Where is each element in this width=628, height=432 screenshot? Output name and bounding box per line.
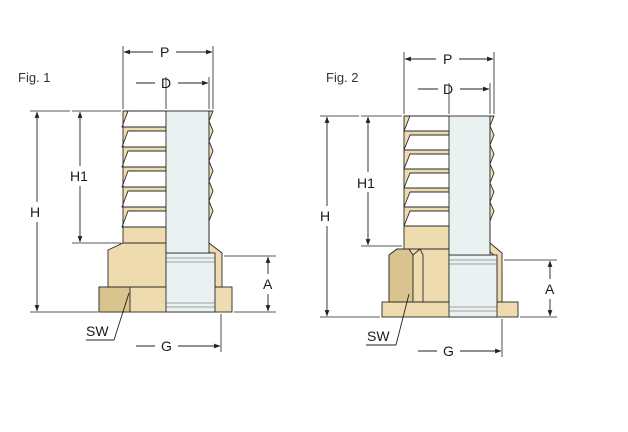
figure-1-hex-face	[98, 286, 131, 313]
figure-2-title: Fig. 2	[326, 70, 359, 85]
figure-2: Fig. 2	[320, 51, 557, 359]
figure-2-hex-face	[388, 248, 414, 303]
figure-1-wall-right	[208, 110, 214, 243]
figure-2-wall-right	[489, 115, 495, 243]
figure-2-dim-H: H	[320, 115, 380, 318]
figure-1-label-H: H	[30, 204, 40, 220]
figure-2-hex-edge	[412, 248, 424, 303]
figure-2-ribs	[404, 115, 449, 212]
figure-2-dim-A: A	[504, 259, 557, 318]
figure-2-bore	[448, 115, 491, 256]
figure-2-leader-SW: SW	[366, 293, 410, 346]
figure-1-dim-H1: H1	[70, 110, 121, 244]
figure-1-leader-SW: SW	[86, 292, 130, 341]
figure-1-label-D: D	[161, 75, 171, 91]
figure-1-dim-G: G	[136, 314, 222, 354]
figure-2-dim-G: G	[418, 319, 503, 359]
figure-2-thread-lines	[449, 259, 497, 312]
figure-1-dim-D: D	[136, 75, 210, 109]
figure-2-label-G: G	[443, 343, 454, 359]
figure-1-bore	[165, 110, 210, 254]
figure-2-label-SW: SW	[367, 328, 390, 344]
figure-1-label-H1: H1	[70, 168, 88, 184]
figure-1: Fig. 1	[18, 44, 276, 354]
figure-1-label-SW: SW	[86, 323, 109, 339]
figure-2-label-D: D	[443, 81, 453, 97]
figure-1-hex-shoulder	[107, 242, 167, 288]
figure-2-thread-bore	[448, 254, 498, 318]
figure-2-label-A: A	[545, 281, 555, 297]
figure-2-hose-tail	[403, 115, 450, 250]
figure-2-dim-D: D	[418, 81, 491, 114]
figure-1-dim-H: H	[30, 110, 98, 313]
figure-1-label-A: A	[263, 276, 273, 292]
figure-1-fitting	[98, 110, 233, 313]
figure-1-ribs	[123, 110, 166, 212]
figure-1-dim-P: P	[122, 44, 214, 109]
figure-1-label-G: G	[161, 338, 172, 354]
figure-1-dim-A: A	[224, 255, 276, 313]
figure-2-fitting	[381, 115, 519, 318]
figure-2-label-P: P	[443, 51, 452, 67]
figure-2-label-H: H	[320, 208, 330, 224]
figure-1-title: Fig. 1	[18, 70, 51, 85]
figure-2-label-H1: H1	[357, 175, 375, 191]
figure-2-dim-P: P	[403, 51, 495, 114]
figure-1-label-P: P	[160, 44, 169, 60]
figure-2-dim-H1: H1	[357, 115, 402, 247]
figure-1-thread-lines	[166, 257, 215, 308]
figure-1-thread-bore	[165, 252, 216, 313]
